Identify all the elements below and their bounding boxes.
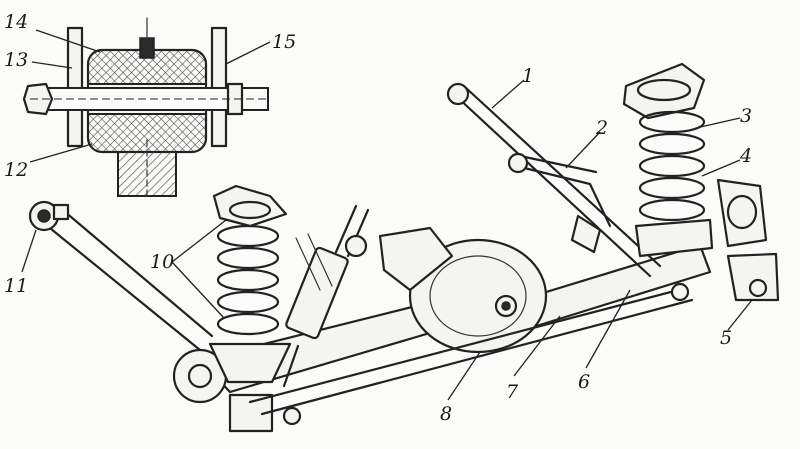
- callout-6: 6: [578, 371, 590, 393]
- callout-2: 2: [595, 117, 608, 139]
- upper-arm-2: [514, 154, 612, 228]
- spring-seat-upper-left: [212, 184, 288, 228]
- coil-spring-right: [622, 62, 714, 258]
- upper-control-arms: [446, 82, 662, 278]
- coil-spring-left: [208, 184, 292, 384]
- spring-seat-lower-left: [208, 342, 292, 384]
- callout-14: 14: [4, 11, 28, 33]
- callout-1: 1: [522, 65, 534, 87]
- callout-10: 10: [150, 251, 174, 273]
- leader-lines: [21, 29, 753, 401]
- spring-seat-lower-right: [634, 218, 714, 258]
- callout-5: 5: [720, 327, 732, 349]
- bushing-section-inset: [22, 17, 269, 197]
- callout-labels: 14 13 12 15 1 2 3 4 5 6 7 8 10 11: [4, 11, 752, 425]
- callout-12: 12: [4, 159, 28, 181]
- callout-11: 11: [4, 275, 28, 297]
- callout-8: 8: [440, 403, 452, 425]
- callout-4: 4: [739, 145, 752, 167]
- callout-13: 13: [4, 49, 28, 71]
- callout-7: 7: [506, 381, 519, 403]
- spring-seat-upper-right: [622, 62, 706, 120]
- grease-fitting: [139, 37, 155, 59]
- pinion-nose: [378, 226, 454, 292]
- left-trailing-arm: [28, 200, 214, 352]
- shock-absorber-left: [282, 204, 370, 388]
- callout-15: 15: [272, 31, 296, 53]
- callout-3: 3: [740, 105, 752, 127]
- hub-right: [716, 178, 768, 248]
- right-hub-bracket: [716, 178, 780, 302]
